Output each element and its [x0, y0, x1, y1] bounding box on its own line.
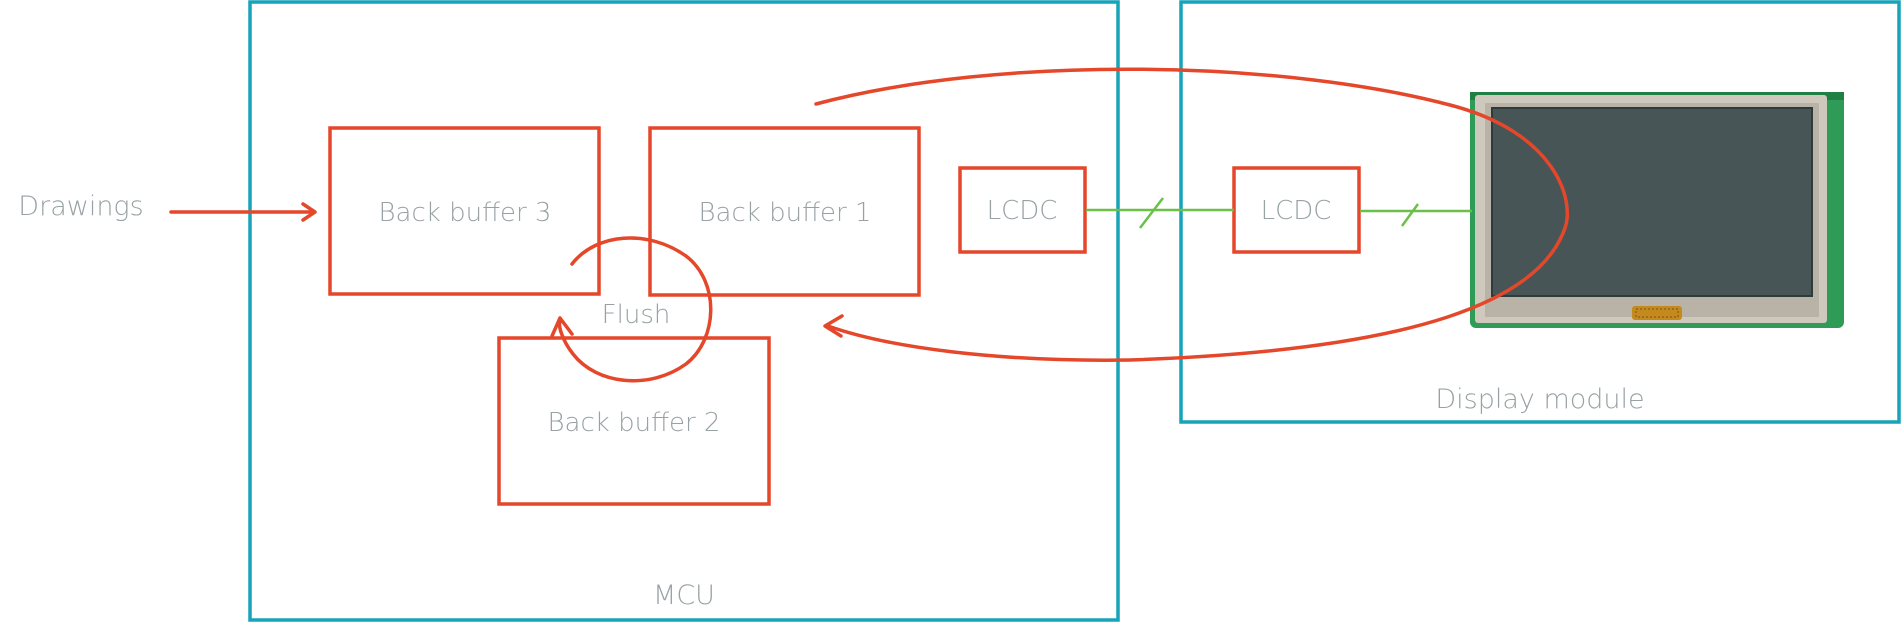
flush-label: Flush [602, 300, 671, 330]
flush-cycle-arrowhead [550, 316, 574, 338]
ribbon-connector-stripes [1635, 308, 1679, 318]
display-module-border [1179, 0, 1901, 424]
display-module-label: Display module [1435, 384, 1644, 415]
lcd-display-module-image [1470, 92, 1844, 328]
display-module-container: Display module [1179, 0, 1901, 424]
mcu-container-border [248, 0, 1120, 622]
back-buffer-2: Back buffer 2 [497, 336, 771, 506]
buffer-swap-loop-arrow [814, 67, 1570, 362]
drawings-input-arrowhead [301, 202, 317, 222]
back-buffer-2-label: Back buffer 2 [548, 408, 721, 438]
back-buffer-1-box [648, 126, 921, 297]
lcdc-display-label: LCDC [1261, 196, 1332, 226]
bus-lcdc-to-screen-slash [1400, 203, 1420, 227]
lcdc-mcu-label: LCDC [987, 196, 1058, 226]
drawings-label: Drawings [18, 191, 143, 222]
mcu-container: MCU [248, 0, 1120, 622]
lcdc-display-box [1232, 166, 1361, 254]
back-buffer-3: Back buffer 3 [328, 126, 601, 296]
lcdc-mcu-box [958, 166, 1087, 254]
bus-mcu-to-display-lcdc-slash [1139, 197, 1164, 229]
flush-cycle: Flush [550, 236, 713, 383]
back-buffer-2-box [497, 336, 771, 506]
back-buffer-3-label: Back buffer 3 [379, 198, 552, 228]
screen-frame-line [1491, 107, 1813, 297]
screen-glass [1492, 108, 1812, 296]
mcu-label: MCU [653, 580, 715, 611]
flush-cycle-arrow [557, 236, 713, 383]
back-buffer-1: Back buffer 1 [648, 126, 921, 297]
ribbon-connector [1632, 306, 1682, 320]
lcdc-mcu: LCDC [958, 166, 1087, 254]
back-buffer-3-box [328, 126, 601, 296]
buffer-swap-loop-arrowhead [823, 314, 844, 338]
bus-connections [1086, 197, 1472, 229]
back-buffer-1-label: Back buffer 1 [699, 198, 872, 228]
lcdc-display: LCDC [1232, 166, 1361, 254]
